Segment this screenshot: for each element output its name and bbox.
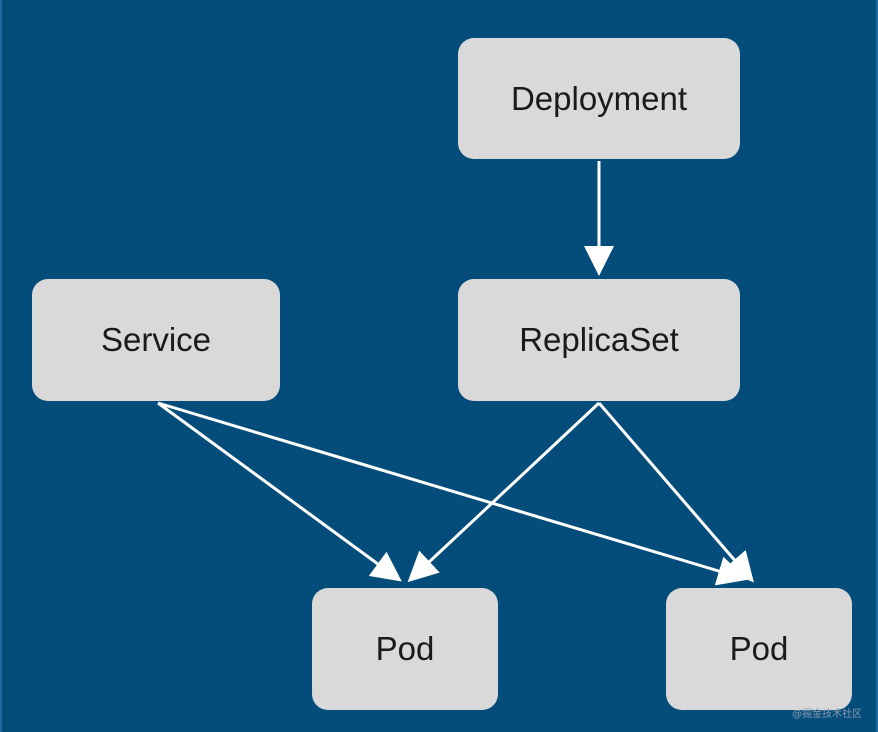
- node-replicaset: ReplicaSet: [458, 279, 740, 401]
- node-pod-1-label: Pod: [375, 630, 435, 667]
- edge-replicaset-pod2: [597, 402, 754, 583]
- edge-service-pod2: [157, 401, 748, 586]
- node-service-label: Service: [100, 321, 212, 358]
- node-pod-2-label: Pod: [729, 630, 789, 667]
- node-pod-1: Pod: [312, 588, 498, 710]
- node-deployment-label: Deployment: [510, 79, 688, 117]
- watermark: @掘金技术社区: [792, 709, 862, 720]
- node-replicaset-label: ReplicaSet: [519, 321, 679, 358]
- edge-replicaset-pod1: [407, 401, 601, 583]
- node-deployment: Deployment: [458, 38, 740, 159]
- node-pod-2: Pod: [666, 588, 852, 710]
- edge-service-pod1: [157, 401, 402, 582]
- node-service: Service: [32, 279, 280, 401]
